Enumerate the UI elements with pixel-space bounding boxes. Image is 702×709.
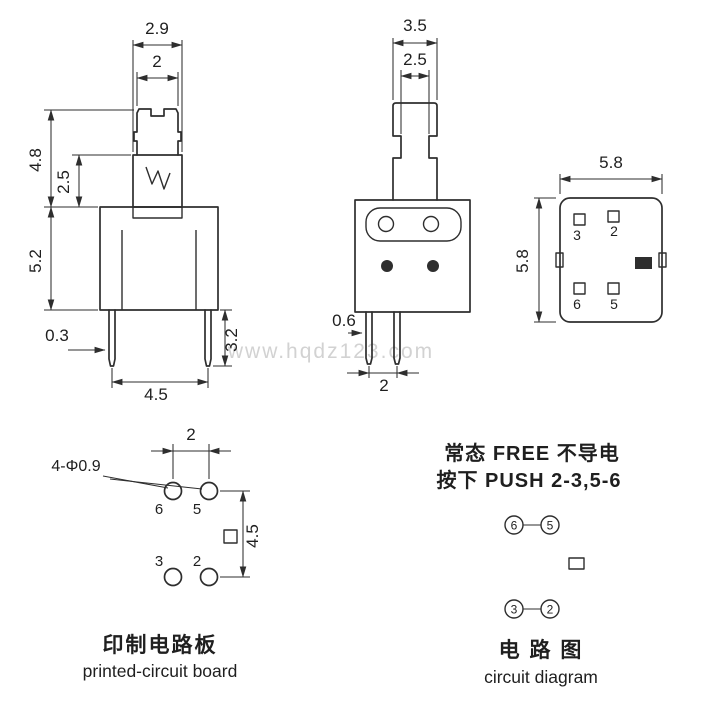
front-body-outline — [99, 206, 219, 311]
circuit-pin-label-5: 5 — [547, 519, 554, 533]
front-dim-height-mid: 2.5 — [54, 170, 73, 194]
front-dim-cap-inner: 2 — [152, 52, 161, 71]
front-dim-height-body: 5.2 — [26, 249, 45, 273]
side-contact-left — [381, 260, 393, 272]
side-body-outline — [354, 199, 471, 313]
circuit-pin-label-6: 6 — [511, 519, 518, 533]
circuit-view: 常态 FREE 不导电 按下 PUSH 2-3,5-6 6 5 3 2 电 路 … — [436, 441, 621, 687]
pcb-view: 6 5 3 2 4-Φ0.9 2 4.5 印制电路板 printed-circu… — [51, 425, 262, 681]
pcb-hole-callout: 4-Φ0.9 — [51, 458, 100, 475]
top-pin-label-3: 3 — [573, 227, 581, 243]
front-dim-cap-outer: 2.9 — [145, 19, 169, 38]
circuit-pin-label-3: 3 — [511, 603, 518, 617]
pcb-key-slot — [223, 529, 238, 544]
side-dim-pin-pitch: 2 — [379, 376, 388, 395]
pcb-pin-label-5: 5 — [193, 501, 201, 518]
side-dim-pin-width: 0.6 — [332, 311, 356, 330]
side-dim-cap-outer: 3.5 — [403, 16, 427, 35]
top-key-slot — [635, 257, 652, 269]
pcb-pin-label-2: 2 — [193, 553, 201, 570]
front-cap-top-outline — [133, 108, 182, 156]
circuit-pin-label-2: 2 — [547, 603, 554, 617]
top-view: 3 2 6 5 5.8 5.8 — [513, 153, 667, 323]
front-cap-mid-outline — [132, 154, 183, 208]
top-pin-label-5: 5 — [610, 296, 618, 312]
top-pad-6 — [573, 282, 586, 295]
top-pin-label-2: 2 — [610, 223, 618, 239]
circuit-caption-cn: 电 路 图 — [499, 638, 584, 662]
side-pin-left — [365, 311, 373, 365]
circuit-note-line1: 常态 FREE 不导电 — [444, 441, 619, 465]
side-plunger-outline — [392, 102, 438, 201]
pcb-hole-3 — [163, 567, 183, 587]
front-dim-pin-pitch: 4.5 — [144, 385, 168, 404]
pcb-pin-label-6: 6 — [155, 501, 163, 518]
leader-hole-2 — [109, 478, 203, 490]
top-pad-3 — [573, 213, 586, 226]
watermark-text: www.hqdz123.com — [227, 340, 434, 363]
top-dim-width: 5.8 — [599, 153, 623, 172]
side-rivet-top-right — [422, 215, 440, 233]
pcb-hole-2 — [199, 567, 219, 587]
top-notch-left — [555, 252, 564, 268]
front-plunger-inside — [132, 207, 183, 219]
front-dim-height-upper: 4.8 — [26, 148, 45, 172]
pcb-caption-cn: 印制电路板 — [103, 633, 218, 657]
top-pin-label-6: 6 — [573, 296, 581, 312]
circuit-key-slot — [568, 557, 585, 570]
top-notch-right — [658, 252, 667, 268]
side-view: 3.5 2.5 0.6 2 — [332, 16, 471, 395]
pcb-dim-pitch-x: 2 — [186, 425, 195, 444]
pcb-caption-en: printed-circuit board — [83, 661, 238, 681]
front-cap-clip-detail — [145, 166, 171, 190]
front-pin-left — [108, 309, 116, 367]
pcb-dim-pitch-y: 4.5 — [243, 524, 262, 548]
circuit-caption-en: circuit diagram — [484, 667, 598, 687]
side-rivet-top-left — [377, 215, 395, 233]
top-pad-2 — [607, 210, 620, 223]
front-pin-right — [204, 309, 212, 367]
side-pin-right — [393, 311, 401, 365]
top-pad-5 — [607, 282, 620, 295]
front-dim-pin-width: 0.3 — [45, 326, 69, 345]
top-dim-height: 5.8 — [513, 249, 532, 273]
top-base-outline — [559, 197, 663, 323]
pcb-hole-5 — [199, 481, 219, 501]
pcb-hole-6 — [163, 481, 183, 501]
side-dim-cap-inner: 2.5 — [403, 50, 427, 69]
front-dim-pin-length: 3.2 — [222, 328, 241, 352]
circuit-note-line2: 按下 PUSH 2-3,5-6 — [436, 468, 621, 492]
pcb-pin-label-3: 3 — [155, 553, 163, 570]
side-contact-right — [427, 260, 439, 272]
side-inner-frame — [365, 207, 462, 242]
front-view: 2.9 2 4.8 2.5 5.2 0.3 3.2 4.5 — [26, 19, 241, 404]
